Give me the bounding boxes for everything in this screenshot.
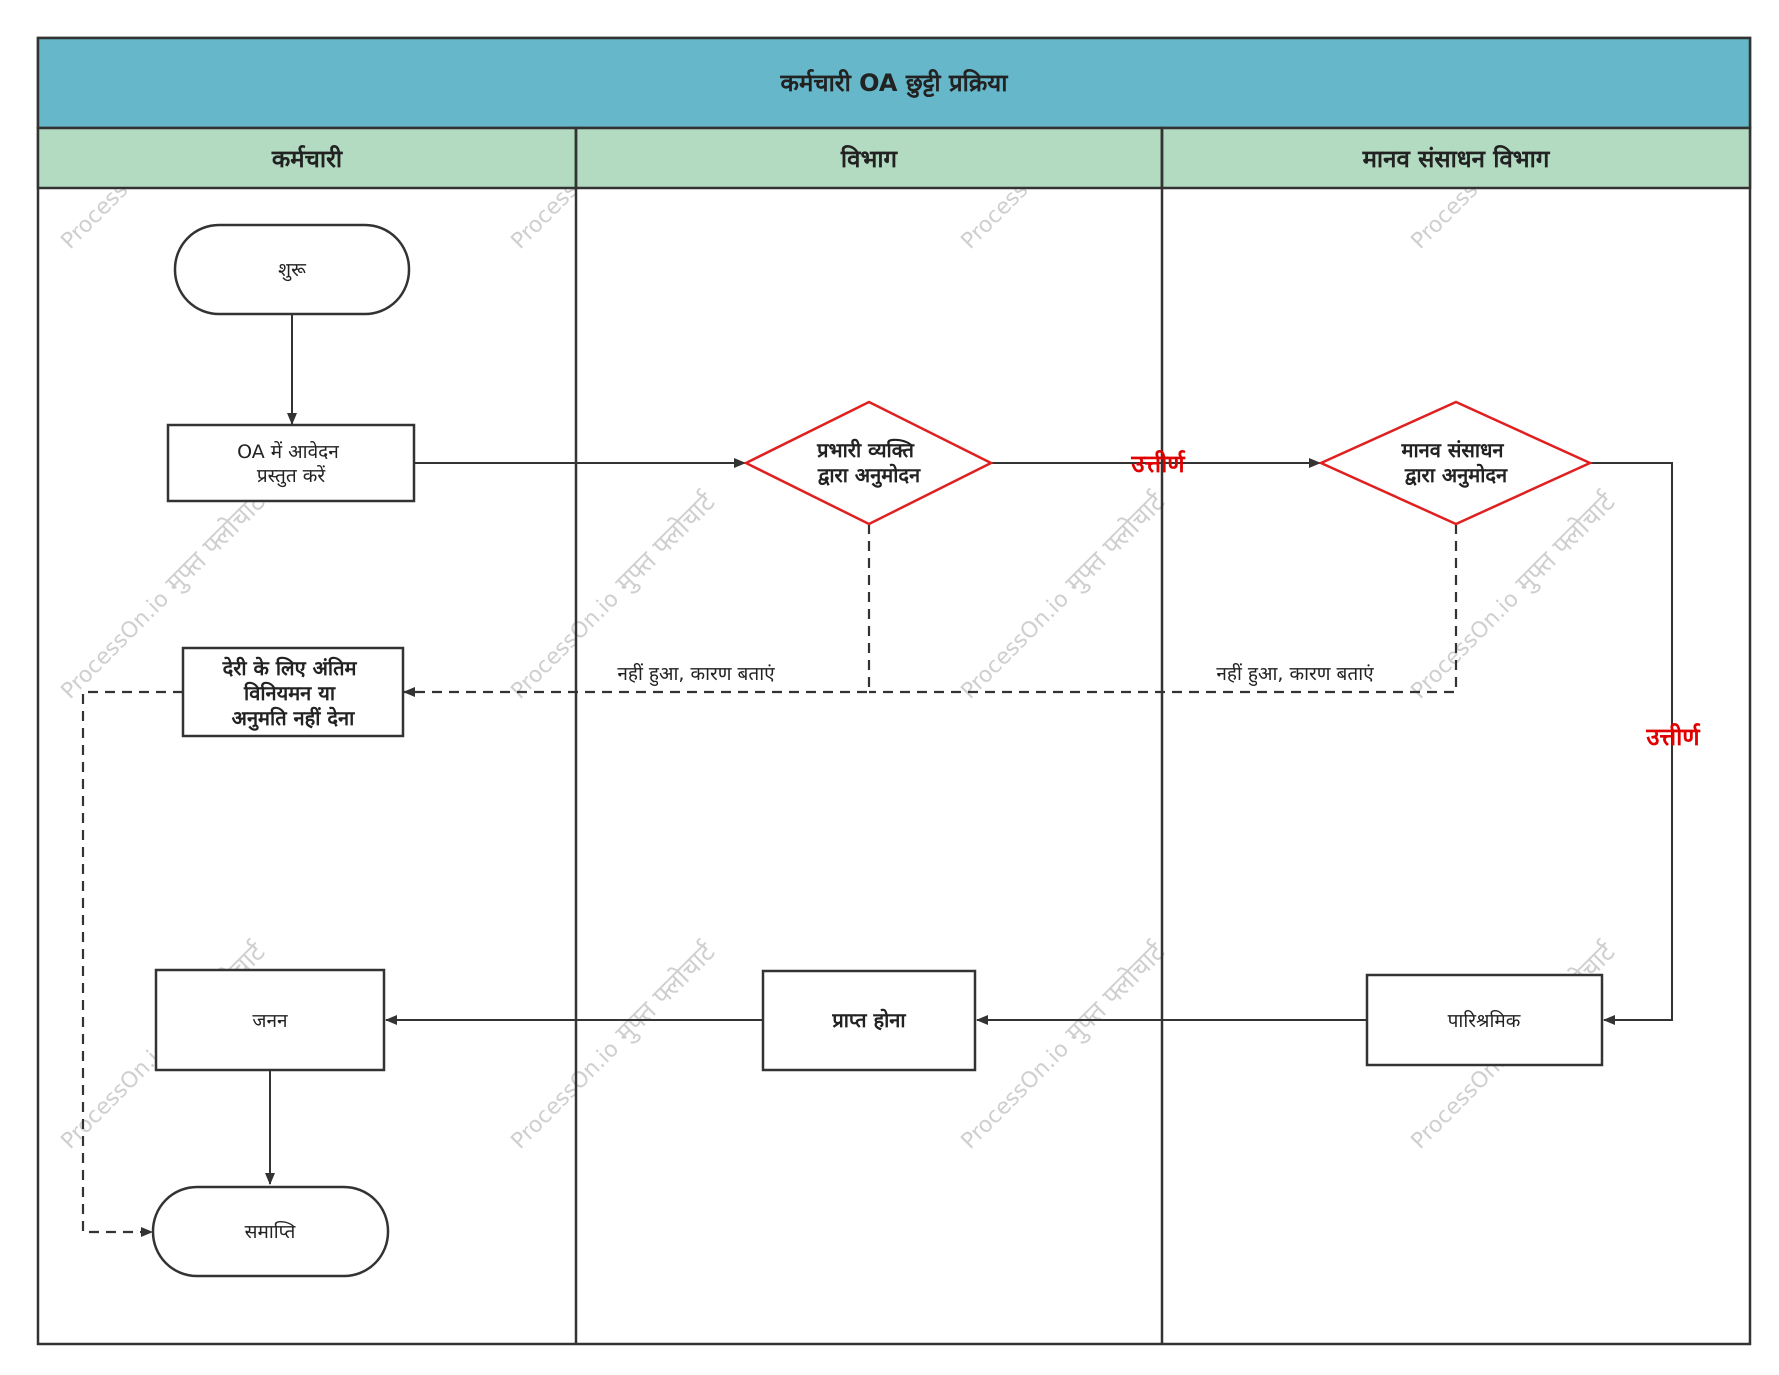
edge-hr-reject: [869, 524, 1458, 694]
diagram-title: कर्मचारी OA छुट्टी प्रक्रिया: [780, 69, 1009, 98]
watermark-group: ProcessOn.ioमुफ्त फ्लोचार्ट: [957, 486, 1172, 705]
node-apply[interactable]: [166, 423, 416, 503]
node-dept-approval-label: प्रभारी व्यक्ति द्वारा अनुमोदन: [816, 438, 921, 488]
node-archive[interactable]: [154, 968, 386, 1072]
node-receipt[interactable]: [761, 969, 977, 1072]
edge-label-reject-2: नहीं हुआ, कारण बताएं: [1216, 662, 1374, 687]
title-bar: [36, 36, 1752, 130]
lane-label-hr: मानव संसाधन विभाग: [1362, 145, 1551, 173]
node-rejected[interactable]: [181, 646, 405, 738]
watermark-phrase: मुफ्त फ्लोचार्ट: [1059, 486, 1172, 599]
node-record[interactable]: [1365, 973, 1604, 1067]
node-end-label: समाप्ति: [245, 1220, 297, 1243]
lane-header-department: [574, 126, 1164, 190]
watermark-group: ProcessOn.ioमुफ्त फ्लोचार्ट: [957, 936, 1172, 1154]
watermark-phrase: मुफ्त फ्लोचार्ट: [609, 486, 722, 599]
watermark-phrase: मुफ्त फ्लोचार्ट: [159, 486, 272, 599]
node-start-label: शुरू: [278, 259, 307, 282]
edge-dept-reject: [403, 524, 871, 697]
edge-rejected-to-end: [81, 690, 183, 1237]
edge-label-reject-1: नहीं हुआ, कारण बताएं: [617, 662, 775, 687]
watermark-brand: ProcessOn.io: [1407, 587, 1525, 705]
node-receipt-label: प्राप्त होना: [831, 1008, 906, 1032]
node-hr-approval-label: मानव संसाधन द्वारा अनुमोदन: [1401, 438, 1511, 488]
watermark-brand: ProcessOn.io: [957, 587, 1075, 705]
node-dept-approval[interactable]: [743, 400, 994, 526]
lane-header-employee: [36, 126, 578, 190]
watermark-brand: ProcessOn.io: [507, 1037, 625, 1155]
watermark-brand: ProcessOn.io: [57, 587, 175, 705]
edge-label-pass-1: उत्तीर्ण: [1130, 450, 1186, 478]
node-apply-label: OA में आवेदन प्रस्तुत करें: [237, 440, 345, 488]
node-rejected-label: देरी के लिए अंतिम विनियमन या अनुमति नहीं…: [222, 656, 364, 731]
watermark-group: ProcessOn.ioमुफ्त फ्लोचार्ट: [507, 936, 722, 1155]
watermark-phrase: मुफ्त फ्लोचार्ट: [609, 936, 722, 1049]
watermark-phrase: मुफ्त फ्लोचार्ट: [1059, 936, 1172, 1049]
node-archive-label: जनन: [252, 1010, 288, 1032]
watermark-group: ProcessOn.ioमुफ्त फ्लोचार्ट: [1407, 486, 1622, 705]
node-hr-approval[interactable]: [1317, 400, 1594, 526]
node-record-label: पारिश्रमिक: [1448, 1009, 1521, 1032]
node-end[interactable]: [151, 1185, 390, 1278]
edge-hr-approval-to-record: [1590, 462, 1673, 1025]
edge-label-pass-2: उत्तीर्ण: [1645, 723, 1701, 751]
lane-header-hr: [1160, 126, 1752, 190]
lane-label-department: विभाग: [840, 145, 899, 173]
lane-label-employee: कर्मचारी: [271, 145, 343, 173]
node-start[interactable]: [173, 223, 411, 316]
watermark-brand: ProcessOn.io: [507, 587, 625, 705]
watermark-phrase: मुफ्त फ्लोचार्ट: [1509, 486, 1622, 599]
